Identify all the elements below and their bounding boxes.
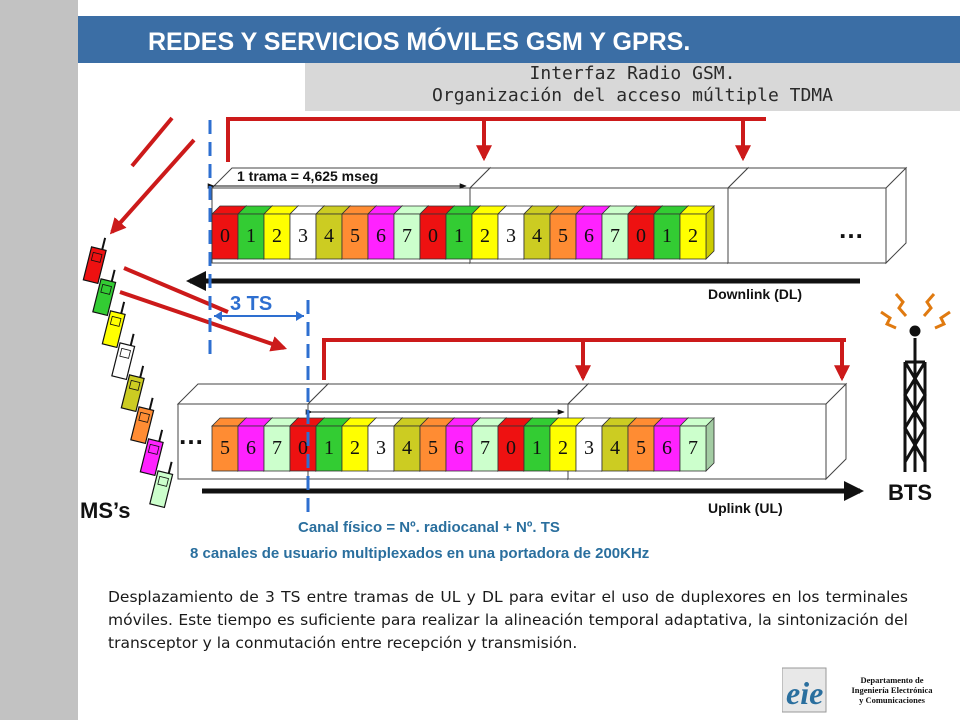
ul-slot-number: 4: [402, 437, 412, 459]
ul-slot-number: 1: [532, 437, 542, 459]
dl-slot-number: 3: [506, 225, 516, 247]
dl-slot: 2: [679, 205, 715, 260]
dl-slot-number: 0: [220, 225, 230, 247]
dl-slot-number: 1: [662, 225, 672, 247]
timing-reference-lines: [208, 120, 310, 520]
mobile-phone-icon: [82, 237, 107, 285]
frame-duration-label: 1 trama = 4,625 mseg: [237, 168, 378, 184]
dl-slot-number: 7: [610, 225, 620, 247]
mobile-phone-icon: [149, 461, 174, 509]
subtitle-box: [305, 63, 960, 111]
multiplex-note: 8 canales de usuario multiplexados en un…: [190, 545, 650, 562]
department-name: Departamento de Ingeniería Electrónica y…: [832, 675, 952, 705]
dl-slot-number: 3: [298, 225, 308, 247]
ul-slot-number: 3: [376, 437, 386, 459]
dl-ellipsis: …: [838, 214, 864, 244]
ul-slot-number: 2: [350, 437, 360, 459]
dl-slot-number: 2: [480, 225, 490, 247]
ul-slot-number: 7: [480, 437, 490, 459]
dept-line-2: Ingeniería Electrónica: [851, 685, 933, 695]
dl-slot-number: 0: [636, 225, 646, 247]
ms-link-arrows: [109, 116, 288, 352]
mobile-phone-icon: [139, 429, 164, 477]
ul-slot-number: 5: [220, 437, 230, 459]
dl-slot-number: 5: [558, 225, 568, 247]
ul-slot-number: 2: [558, 437, 568, 459]
dl-slot-number: 4: [532, 225, 542, 247]
mobile-stations: [82, 237, 174, 509]
uplink-label: Uplink (UL): [708, 500, 783, 516]
mobile-phone-icon: [120, 365, 145, 413]
ul-slot-number: 7: [688, 437, 698, 459]
dl-slot-number: 0: [428, 225, 438, 247]
dl-slot-number: 1: [454, 225, 464, 247]
physical-channel-note: Canal físico = Nº. radiocanal + Nº. TS: [298, 519, 560, 536]
ul-slot-number: 3: [584, 437, 594, 459]
ul-slot-number: 6: [662, 437, 672, 459]
left-sidebar-band: [0, 0, 78, 720]
dl-slot: 2: [263, 205, 299, 260]
ul-slot: 7: [679, 417, 715, 472]
mobile-phone-icon: [130, 397, 155, 445]
dl-slot-number: 2: [688, 225, 698, 247]
mobile-phone-icon: [101, 301, 126, 349]
ul-slot-number: 6: [246, 437, 256, 459]
subtitle-line-1: Interfaz Radio GSM.: [529, 63, 736, 84]
ul-slot-number: 5: [428, 437, 438, 459]
ul-slot-number: 6: [454, 437, 464, 459]
ts-shift-label: 3 TS: [230, 293, 272, 315]
dl-slot-number: 6: [584, 225, 594, 247]
department-logo: eie: [782, 667, 827, 713]
bts-label: BTS: [888, 480, 932, 505]
ul-slot-number: 0: [506, 437, 516, 459]
dl-slot-number: 7: [402, 225, 412, 247]
bts-signal-icon: [880, 293, 951, 330]
dl-slot-number: 1: [246, 225, 256, 247]
ul-slot-number: 0: [298, 437, 308, 459]
ms-label: MS’s: [80, 498, 131, 523]
logo-letters: eie: [786, 675, 823, 711]
explanation-paragraph: Desplazamiento de 3 TS entre tramas de U…: [108, 588, 908, 652]
subtitle-line-2: Organización del acceso múltiple TDMA: [432, 85, 833, 106]
ul-slot-number: 7: [272, 437, 282, 459]
page-title: REDES Y SERVICIOS MÓVILES GSM Y GPRS.: [148, 28, 691, 56]
mobile-phone-icon: [111, 333, 136, 381]
dept-line-3: y Comunicaciones: [859, 695, 925, 705]
dl-slot-number: 5: [350, 225, 360, 247]
bts-tower-icon: [903, 325, 927, 472]
ul-slot-number: 4: [610, 437, 620, 459]
mobile-phone-icon: [92, 269, 117, 317]
dl-slot-number: 4: [324, 225, 334, 247]
dl-slot-number: 2: [272, 225, 282, 247]
dept-line-1: Departamento de: [860, 675, 924, 685]
title-bar: [78, 16, 960, 63]
ul-ellipsis: …: [178, 420, 204, 450]
ul-slot-number: 5: [636, 437, 646, 459]
dl-slot-selection-arrows: [226, 117, 766, 162]
dl-slot-number: 6: [376, 225, 386, 247]
ul-slot-number: 1: [324, 437, 334, 459]
ul-slot-selection-arrows: [322, 338, 850, 382]
downlink-label: Downlink (DL): [708, 286, 802, 302]
